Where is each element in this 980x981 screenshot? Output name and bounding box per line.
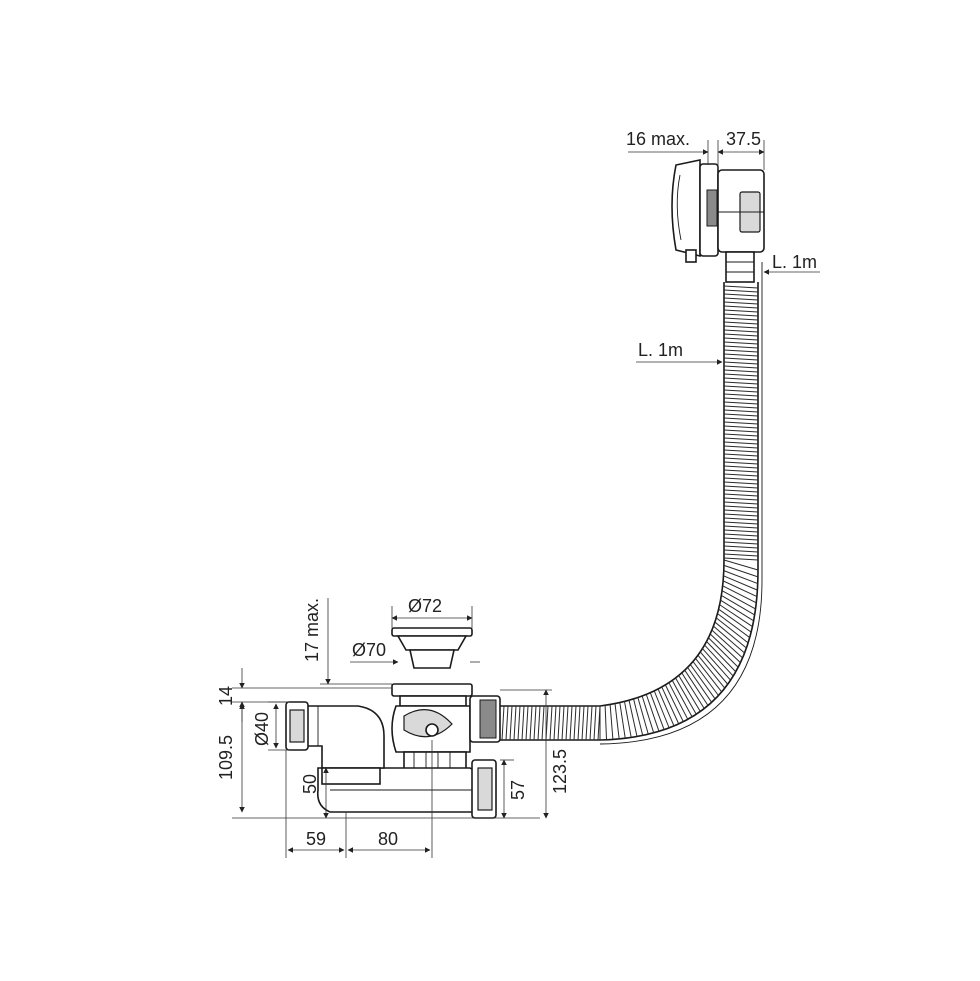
flexible-hose bbox=[500, 282, 759, 741]
dim-label-50: 50 bbox=[300, 774, 320, 794]
dim-label-80: 80 bbox=[378, 829, 398, 849]
cable bbox=[599, 262, 763, 745]
drain-assembly bbox=[285, 627, 501, 819]
dim-label-cable-length: L. 1m bbox=[772, 252, 817, 272]
dim-label-14: 14 bbox=[216, 686, 236, 706]
overflow-head bbox=[671, 159, 765, 283]
dim-label-57: 57 bbox=[508, 780, 528, 800]
dim-label-16-max: 16 max. bbox=[626, 129, 690, 149]
dimension-lines bbox=[232, 140, 820, 858]
dim-label-109-5: 109.5 bbox=[216, 735, 236, 780]
dim-label-dia-70: Ø70 bbox=[352, 640, 386, 660]
dim-label-37-5: 37.5 bbox=[726, 129, 761, 149]
dim-label-123-5: 123.5 bbox=[550, 749, 570, 794]
dim-label-dia-72: Ø72 bbox=[408, 596, 442, 616]
dim-label-17-max: 17 max. bbox=[302, 598, 322, 662]
dim-label-dia-40: Ø40 bbox=[252, 712, 272, 746]
dim-label-59: 59 bbox=[306, 829, 326, 849]
dim-label-hose-length: L. 1m bbox=[638, 340, 683, 360]
